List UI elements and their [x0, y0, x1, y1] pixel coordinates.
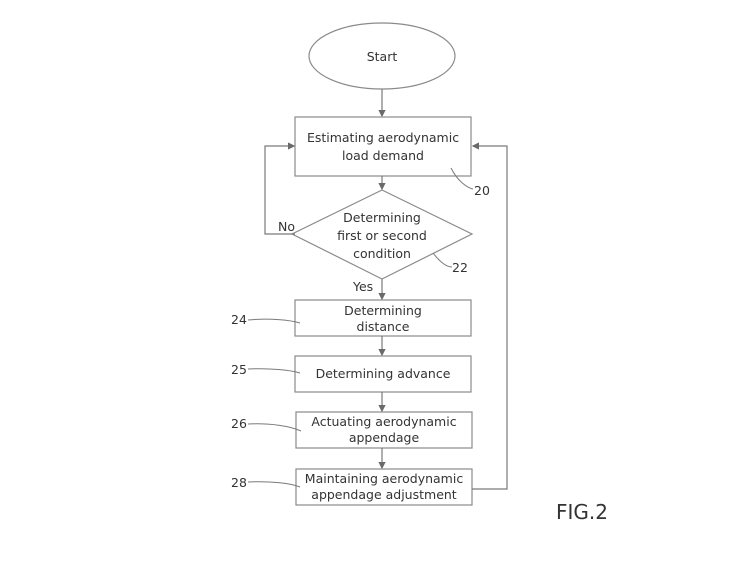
- estimate-load-box: [294, 116, 472, 177]
- ref-25: 25: [231, 362, 247, 377]
- ref-25-leader: [247, 368, 301, 374]
- ref-28: 28: [231, 475, 247, 490]
- distance-line-1: Determining: [344, 303, 422, 318]
- ref-26-leader: [247, 423, 302, 432]
- return-loop-arrow: [471, 142, 508, 490]
- ref-24-leader: [247, 318, 301, 324]
- ref-20: 20: [474, 183, 490, 198]
- maintain-line-1: Maintaining aerodynamic: [305, 471, 464, 486]
- decision-line-3: condition: [353, 246, 411, 261]
- no-label: No: [278, 219, 295, 234]
- advance-line-1: Determining advance: [316, 366, 451, 381]
- no-loop-arrow: [264, 142, 296, 235]
- ref-20-leader: [450, 167, 474, 190]
- distance-line-2: distance: [357, 319, 410, 334]
- maintain-line-2: appendage adjustment: [311, 487, 457, 502]
- start-label: Start: [367, 49, 398, 64]
- determine-advance-box: [294, 355, 472, 393]
- decision-line-2: first or second: [337, 228, 427, 243]
- estimate-line-1: Estimating aerodynamic: [307, 130, 459, 145]
- estimate-line-2: load demand: [342, 148, 424, 163]
- determine-distance-box: [294, 299, 472, 337]
- ref-28-leader: [247, 481, 301, 488]
- ref-24: 24: [231, 312, 247, 327]
- actuate-line-1: Actuating aerodynamic: [311, 414, 456, 429]
- ref-22: 22: [452, 260, 468, 275]
- actuate-line-2: appendage: [349, 430, 420, 445]
- decision-line-1: Determining: [343, 210, 421, 225]
- yes-label: Yes: [352, 279, 373, 294]
- actuate-appendage-box: [295, 411, 473, 449]
- figure-label: FIG.2: [556, 500, 608, 524]
- ref-26: 26: [231, 416, 247, 431]
- ref-22-leader: [432, 252, 453, 268]
- maintain-adjustment-box: [295, 468, 473, 506]
